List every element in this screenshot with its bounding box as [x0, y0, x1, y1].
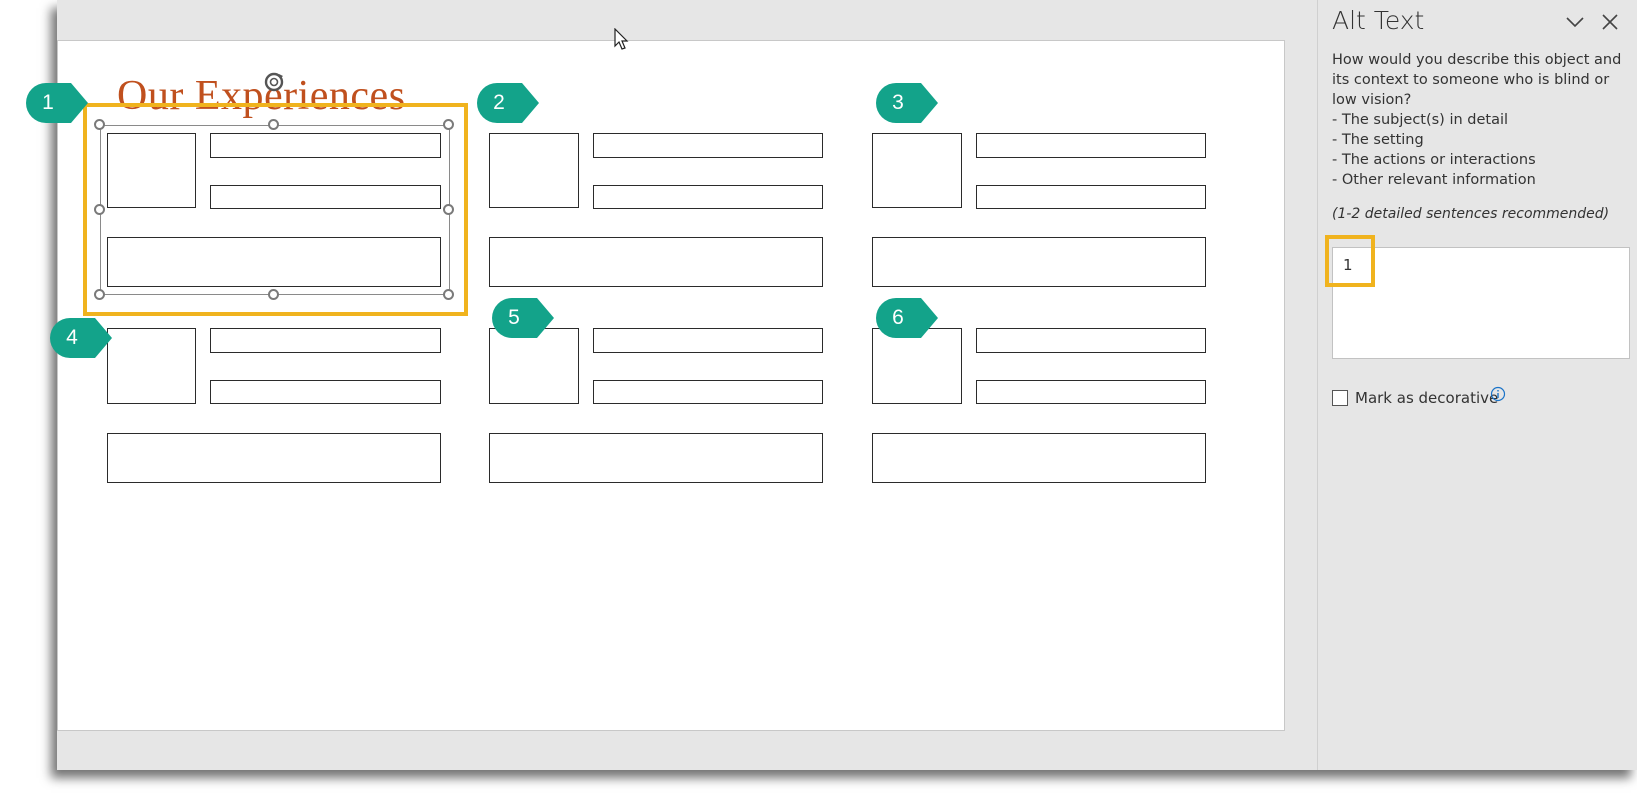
callout-label-5-wrap: 5: [491, 297, 555, 339]
callout-marker-4: [50, 318, 112, 358]
chevron-down-icon[interactable]: [1563, 10, 1587, 34]
group-1-text-line-2[interactable]: [210, 185, 441, 209]
group-4-text-line-2[interactable]: [210, 380, 441, 404]
close-icon[interactable]: [1598, 10, 1622, 34]
callout-label-5: 5: [508, 306, 520, 329]
mark-as-decorative-checkbox[interactable]: [1332, 390, 1348, 406]
selected-group-highlight: [83, 103, 468, 316]
group-6-text-line-2[interactable]: [976, 380, 1206, 404]
callout-marker-2: [477, 83, 539, 123]
callout-label-3: 3: [892, 91, 904, 114]
group-2-image-placeholder[interactable]: [489, 133, 579, 208]
pane-description-item-subject: - The subject(s) in detail: [1332, 112, 1509, 128]
mouse-pointer-icon: [614, 28, 629, 50]
group-3-text-line-1[interactable]: [976, 133, 1206, 158]
group-1-description-box[interactable]: [107, 237, 441, 287]
alt-text-input[interactable]: 1: [1332, 247, 1630, 359]
pane-description-item-setting: - The setting: [1332, 132, 1424, 148]
resize-handle-right[interactable]: [443, 204, 454, 215]
resize-handle-top-right[interactable]: [443, 119, 454, 130]
callout-marker-3: [876, 83, 938, 123]
mark-as-decorative-label[interactable]: Mark as decorative: [1355, 389, 1499, 407]
resize-handle-bottom-right[interactable]: [443, 289, 454, 300]
group-2-text-line-1[interactable]: [593, 133, 823, 158]
group-6-image-placeholder[interactable]: [872, 328, 962, 404]
callout-marker-1: [26, 83, 88, 123]
resize-handle-left[interactable]: [94, 204, 105, 215]
pane-description-item-other: - Other relevant information: [1332, 172, 1536, 188]
group-6-text-line-1[interactable]: [976, 328, 1206, 353]
group-2-description-box[interactable]: [489, 237, 823, 287]
group-4-text-line-1[interactable]: [210, 328, 441, 353]
resize-handle-top[interactable]: [268, 119, 279, 130]
group-1-image-placeholder[interactable]: [107, 133, 196, 208]
group-3-description-box[interactable]: [872, 237, 1206, 287]
callout-label-6: 6: [892, 306, 904, 329]
group-6-description-box[interactable]: [872, 433, 1206, 483]
group-5-image-placeholder[interactable]: [489, 328, 579, 404]
group-5-text-line-2[interactable]: [593, 380, 823, 404]
callout-marker-5: [492, 298, 554, 338]
group-5-text-line-1[interactable]: [593, 328, 823, 353]
group-3-text-line-2[interactable]: [976, 185, 1206, 209]
callout-marker-6: [876, 298, 938, 338]
pane-title: Alt Text: [1332, 6, 1425, 35]
sentence-hint: (1-2 detailed sentences recommended): [1332, 206, 1610, 222]
group-2-text-line-2[interactable]: [593, 185, 823, 209]
pane-description-prompt: How would you describe this object and i…: [1332, 52, 1622, 108]
pane-description: How would you describe this object and i…: [1332, 50, 1628, 190]
group-1-text-line-1[interactable]: [210, 133, 441, 158]
pane-description-item-actions: - The actions or interactions: [1332, 152, 1536, 168]
alt-text-input-highlight: [1325, 235, 1375, 287]
group-4-image-placeholder[interactable]: [107, 328, 196, 404]
callout-label-4: 4: [66, 326, 78, 349]
group-3-image-placeholder[interactable]: [872, 133, 962, 208]
resize-handle-bottom[interactable]: [268, 289, 279, 300]
rotate-icon[interactable]: [262, 70, 286, 94]
resize-handle-top-left[interactable]: [94, 119, 105, 130]
callout-label-6-wrap: 6: [875, 297, 939, 339]
group-4-description-box[interactable]: [107, 433, 441, 483]
callout-label-2: 2: [493, 91, 505, 114]
resize-handle-bottom-left[interactable]: [94, 289, 105, 300]
group-5-description-box[interactable]: [489, 433, 823, 483]
callout-label-4-wrap: 4: [49, 317, 113, 359]
callout-label-1-wrap: 1: [25, 82, 89, 124]
alt-text-pane: Alt Text How would you describe this obj…: [1317, 0, 1637, 770]
info-icon[interactable]: [1490, 386, 1506, 402]
slide-title[interactable]: Our Experiences: [117, 73, 406, 119]
callout-label-2-wrap: 2: [476, 82, 540, 124]
callout-label-1: 1: [42, 91, 54, 114]
callout-label-3-wrap: 3: [875, 82, 939, 124]
